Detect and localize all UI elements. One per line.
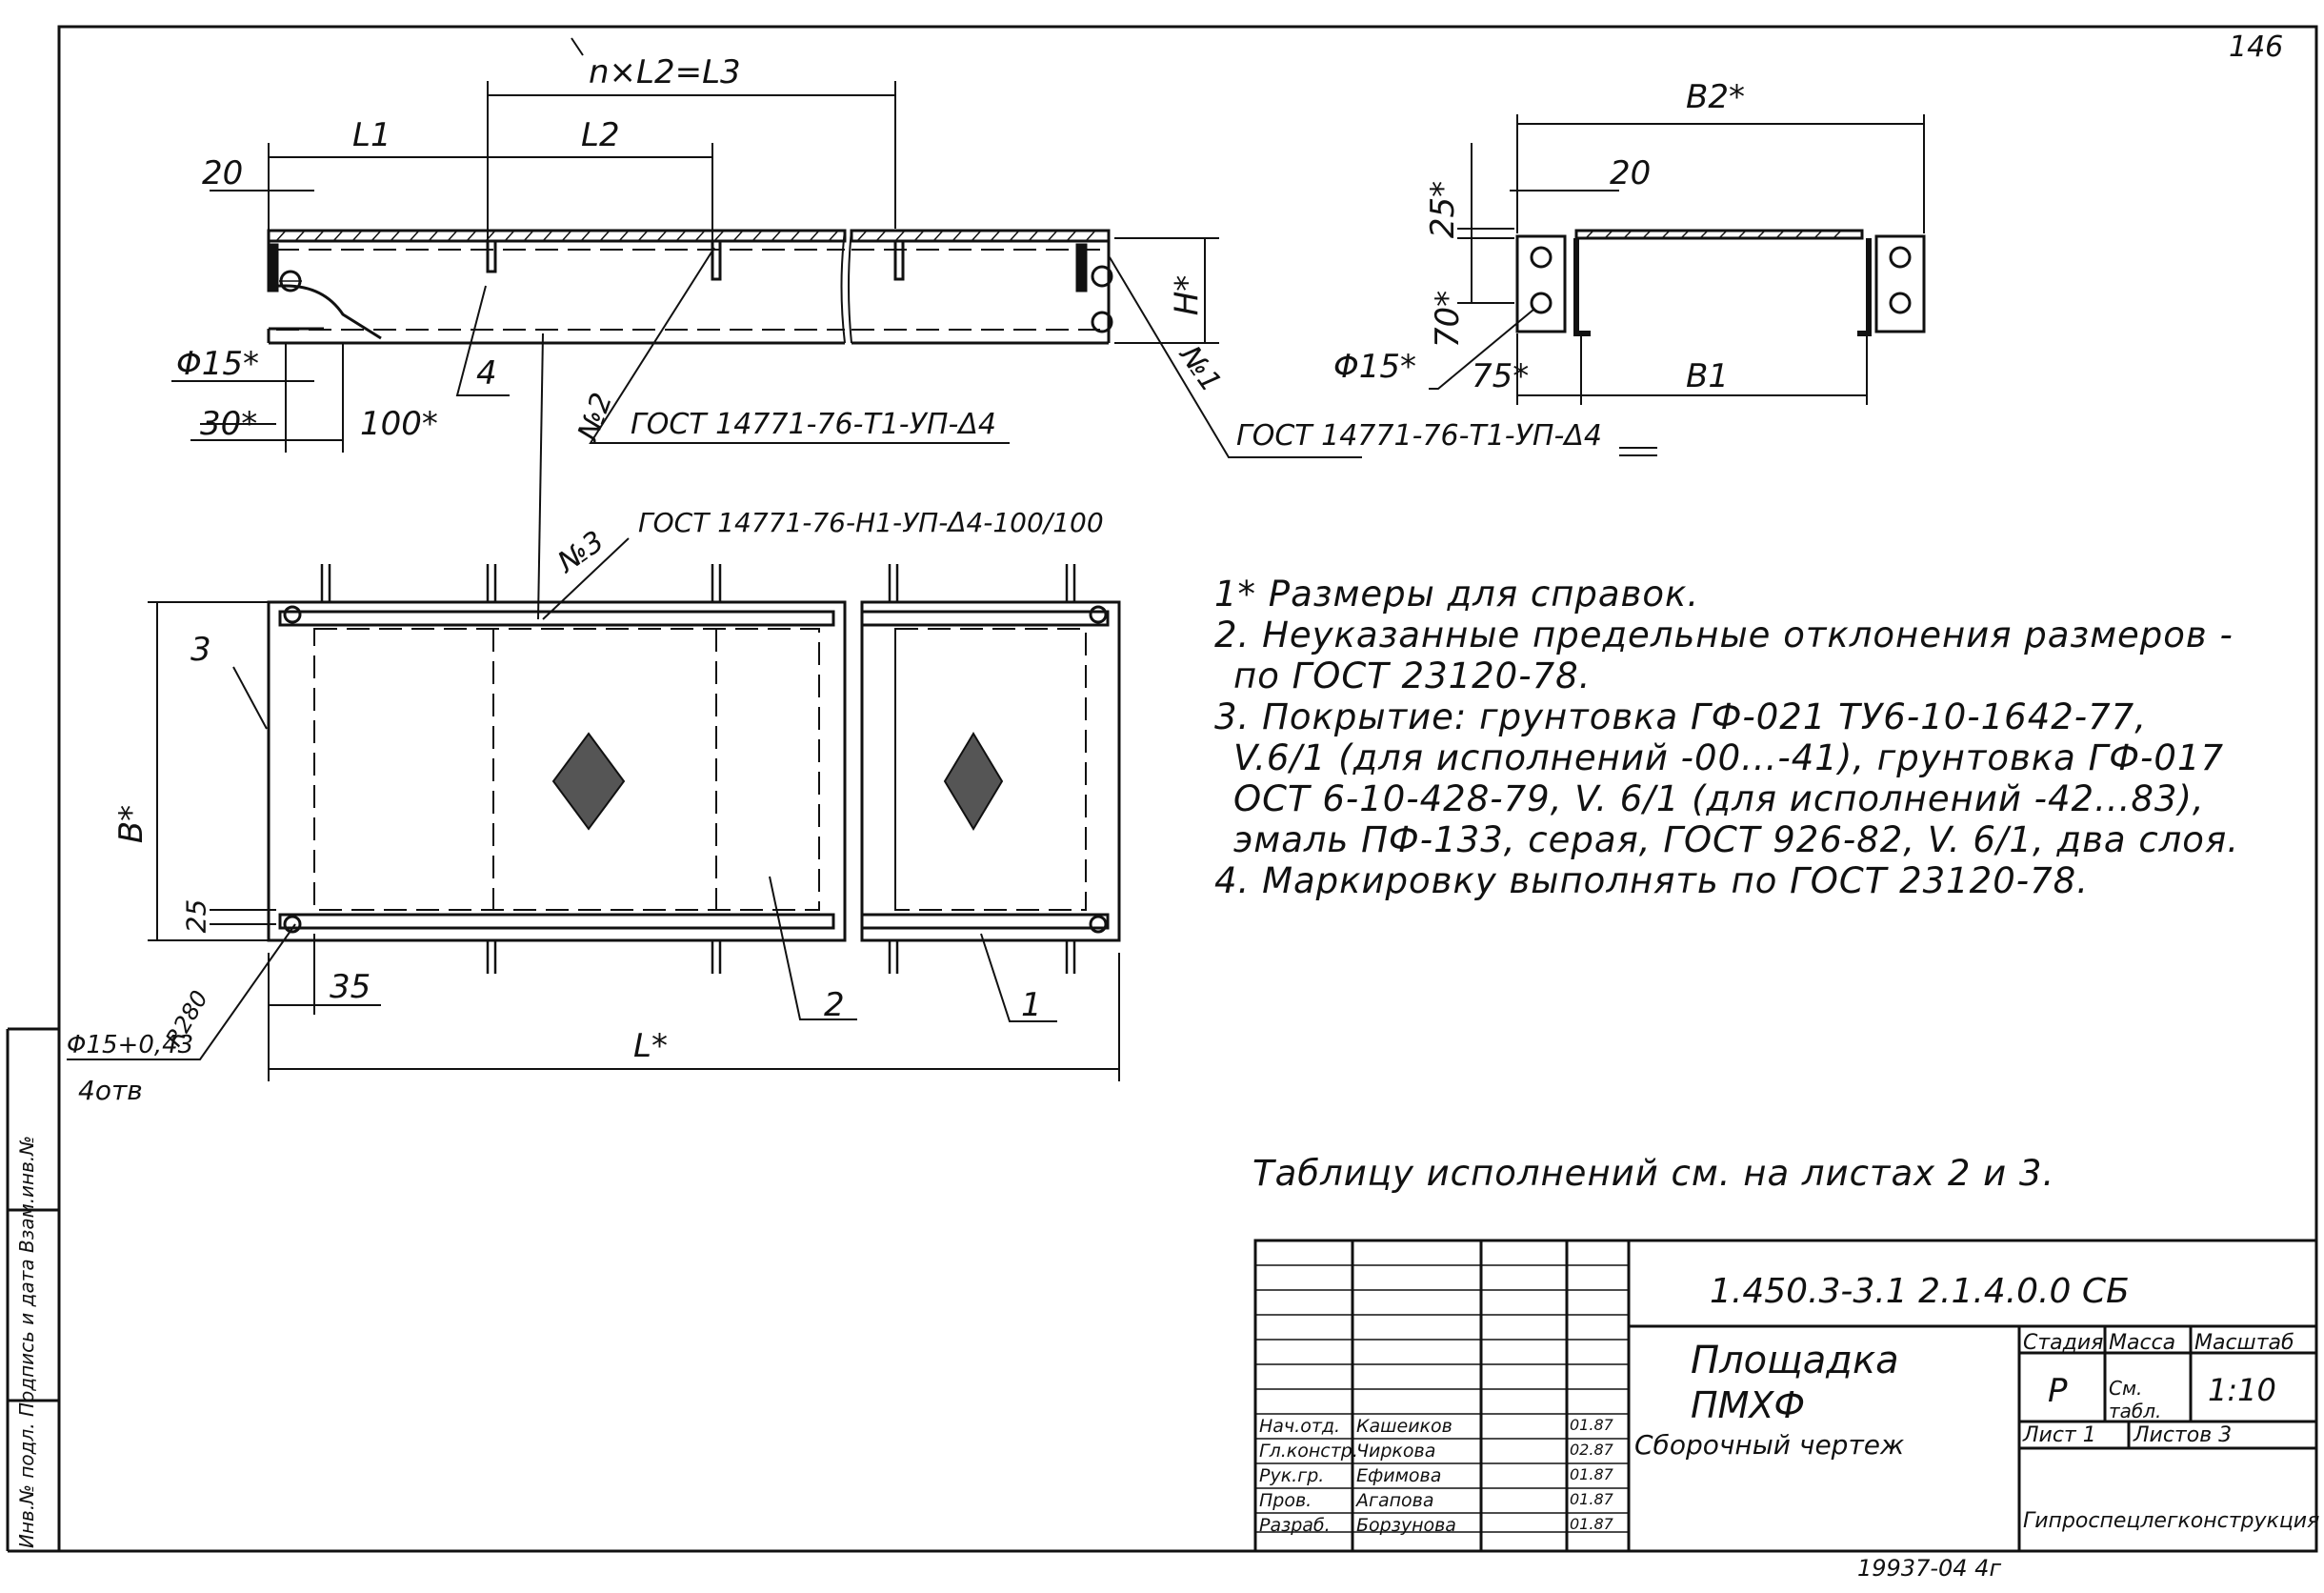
- doc-code: 1.450.3-3.1 2.1.4.0.0 СБ: [1710, 1272, 2130, 1311]
- sheet-no: Лист 1: [2023, 1423, 2096, 1447]
- name-cell: Борзунова: [1356, 1515, 1456, 1536]
- role-cell: Гл.констр.: [1259, 1441, 1358, 1462]
- section-phi15: Φ15*: [1333, 348, 1417, 386]
- hole-diameter: Φ15+0,43: [67, 1031, 194, 1059]
- sheets-total: Листов 3: [2134, 1423, 2233, 1447]
- date-cell: 01.87: [1570, 1465, 1613, 1483]
- table-reference: Таблицу исполнений см. на листах 2 и 3.: [1252, 1153, 2055, 1194]
- plan-view: [67, 333, 1121, 1081]
- title-block-grid: [1253, 1239, 2318, 1553]
- name-cell: Чиркова: [1356, 1441, 1436, 1462]
- title-line2: ПМХФ: [1691, 1384, 1806, 1426]
- side-view: [171, 37, 1657, 458]
- weld-gost-c: ГОСТ 14771-76-Н1-УП-Δ4-100/100: [638, 507, 1104, 538]
- dim-b2: B2*: [1686, 78, 1745, 116]
- title-line1: Площадка: [1691, 1339, 1899, 1382]
- date-cell: 01.87: [1570, 1416, 1613, 1434]
- dim-b1: B1: [1686, 357, 1729, 395]
- section-view: [1429, 114, 1926, 405]
- stage-header: Стадия: [2023, 1331, 2104, 1355]
- dim-h: H*: [1168, 274, 1207, 316]
- sheet-frame: [6, 25, 2318, 1553]
- hole-count: 4отв: [78, 1075, 143, 1106]
- role-cell: Разраб.: [1259, 1515, 1331, 1536]
- bottom-code: 19937-04 4г: [1857, 1555, 2002, 1582]
- dim-30: 30*: [200, 405, 258, 443]
- note-line: эмаль ПФ-133, серая, ГОСТ 926-82, V. 6/1…: [1233, 819, 2239, 860]
- dim-l1: L1: [352, 116, 391, 154]
- date-cell: 02.87: [1570, 1441, 1613, 1459]
- dim-75-star: 75*: [1472, 357, 1530, 395]
- callout-3: 3: [190, 631, 211, 669]
- scale-value: 1:10: [2208, 1372, 2276, 1408]
- dim-20: 20: [202, 154, 244, 192]
- note-line: V.6/1 (для исполнений -00...-41), грунто…: [1233, 737, 2225, 778]
- note-line: ОСТ 6-10-428-79, V. 6/1 (для исполнений …: [1233, 778, 2205, 819]
- callout-pos4: 4: [476, 354, 497, 393]
- formula-dimension: n×L2=L3: [589, 53, 741, 91]
- stage-value: Р: [2048, 1372, 2068, 1410]
- dim-25: 25: [180, 898, 212, 934]
- name-cell: Агапова: [1356, 1490, 1434, 1511]
- note-line: 3. Покрытие: грунтовка ГФ-021 ТУ6-10-164…: [1214, 696, 2147, 737]
- callout-2: 2: [824, 986, 845, 1024]
- mass-value: См. табл.: [2109, 1377, 2162, 1422]
- title-line3: Сборочный чертеж: [1634, 1429, 1905, 1461]
- mass-header: Масса: [2109, 1331, 2176, 1355]
- dim-b: B*: [112, 804, 151, 844]
- dim-phi15: Φ15*: [176, 345, 260, 383]
- dim-35: 35: [330, 968, 371, 1006]
- weld-gost-a: ГОСТ 14771-76-Т1-УП-Δ4: [631, 408, 996, 441]
- organization: Гипроспецлегконструкция: [2023, 1509, 2320, 1533]
- note-line: 2. Неуказанные предельные отклонения раз…: [1214, 615, 2234, 655]
- note-line: по ГОСТ 23120-78.: [1233, 655, 1592, 696]
- date-cell: 01.87: [1570, 1515, 1613, 1533]
- sheet-number: 146: [2229, 30, 2284, 64]
- dim-l: L*: [633, 1027, 668, 1065]
- dim-100: 100*: [360, 405, 438, 443]
- name-cell: Кашеиков: [1356, 1416, 1452, 1437]
- scale-header: Масштаб: [2194, 1331, 2294, 1355]
- dim-25-star: 25*: [1424, 180, 1463, 239]
- callout-1: 1: [1021, 986, 1042, 1024]
- dim-l2: L2: [581, 116, 620, 154]
- side-strip-label: Инв.№ подл. Подпись и дата Взам.инв.№: [15, 1135, 38, 1548]
- dim-70-star: 70*: [1429, 290, 1468, 349]
- note-line: 1* Размеры для справок.: [1214, 574, 1700, 615]
- note-line: 4. Маркировку выполнять по ГОСТ 23120-78…: [1214, 860, 2089, 901]
- name-cell: Ефимова: [1356, 1465, 1442, 1486]
- weld-gost-b: ГОСТ 14771-76-Т1-УП-Δ4: [1236, 419, 1602, 453]
- role-cell: Рук.гр.: [1259, 1465, 1325, 1486]
- date-cell: 01.87: [1570, 1490, 1613, 1508]
- role-cell: Пров.: [1259, 1490, 1312, 1511]
- section-dim-20: 20: [1610, 154, 1652, 192]
- role-cell: Нач.отд.: [1259, 1416, 1341, 1437]
